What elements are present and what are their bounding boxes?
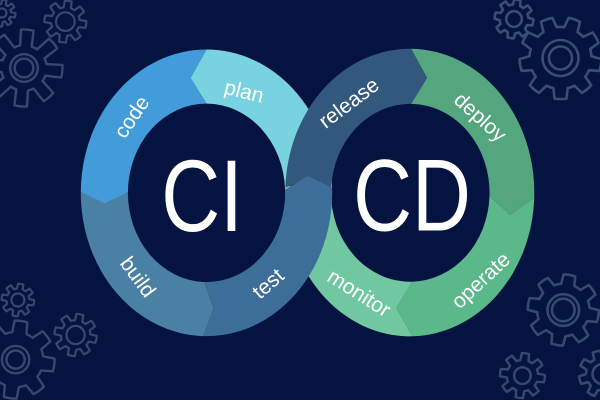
svg-text:CI: CI — [161, 138, 243, 253]
svg-text:CD: CD — [353, 138, 471, 253]
